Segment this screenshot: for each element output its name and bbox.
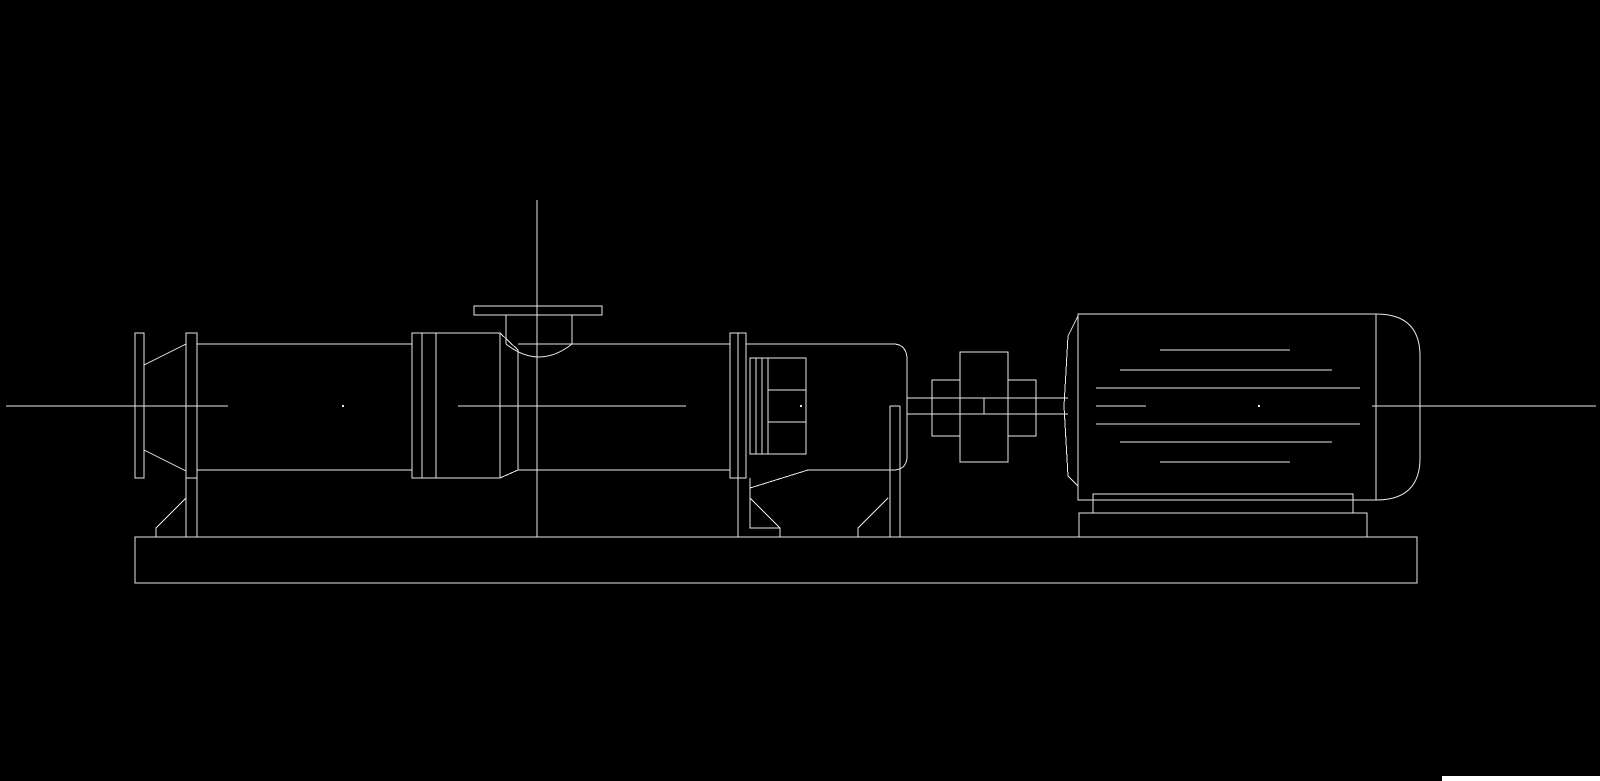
coupling-hub-right — [1007, 379, 1037, 437]
seal-block — [749, 357, 807, 455]
motor-base-upper — [1092, 493, 1354, 514]
inlet-connector-flange — [185, 332, 198, 479]
discharge-neck — [505, 315, 573, 344]
drive-shaft — [907, 397, 1068, 415]
discharge-flange-plate — [473, 305, 603, 316]
stator-clamp-ring — [411, 332, 423, 479]
center-lines — [6, 200, 1596, 537]
discharge-neck-curve — [505, 343, 573, 358]
left-support-foot — [155, 478, 198, 537]
status-indicator-bar — [1442, 776, 1600, 781]
housing-flange-inner — [737, 332, 747, 479]
electric-motor — [1063, 313, 1421, 501]
stator-tube — [197, 332, 423, 479]
axis-mark-2 — [800, 405, 802, 407]
axis-mark-1 — [342, 405, 344, 407]
motor-front-end — [1063, 315, 1079, 487]
right-bracket-support — [857, 405, 901, 537]
base-plate — [134, 536, 1418, 584]
inlet-flange — [134, 332, 198, 479]
motor-base — [1078, 493, 1368, 538]
coupling-hub-left — [931, 379, 961, 437]
bearing-housing — [729, 332, 908, 489]
motor-base-lower — [1078, 512, 1368, 538]
inlet-reducer-cone — [143, 343, 187, 472]
motor-body — [1077, 313, 1377, 501]
suction-chamber — [422, 332, 730, 479]
inlet-flange-plate — [134, 332, 145, 479]
left-foot-outline — [155, 478, 198, 537]
axis-mark-3 — [1258, 405, 1260, 407]
middle-foot-outline — [737, 478, 781, 537]
middle-support-foot — [737, 478, 781, 537]
housing-body — [746, 343, 908, 489]
discharge-flange — [473, 305, 603, 358]
motor-end-cap — [1375, 313, 1421, 501]
chamber-left-bevel — [422, 332, 437, 479]
shaft-coupling — [931, 351, 1037, 463]
housing-flange-outer — [729, 332, 739, 479]
right-bracket-outline — [857, 405, 901, 537]
coupling-jaw — [968, 397, 1000, 415]
chamber-right-bevel — [499, 332, 519, 479]
